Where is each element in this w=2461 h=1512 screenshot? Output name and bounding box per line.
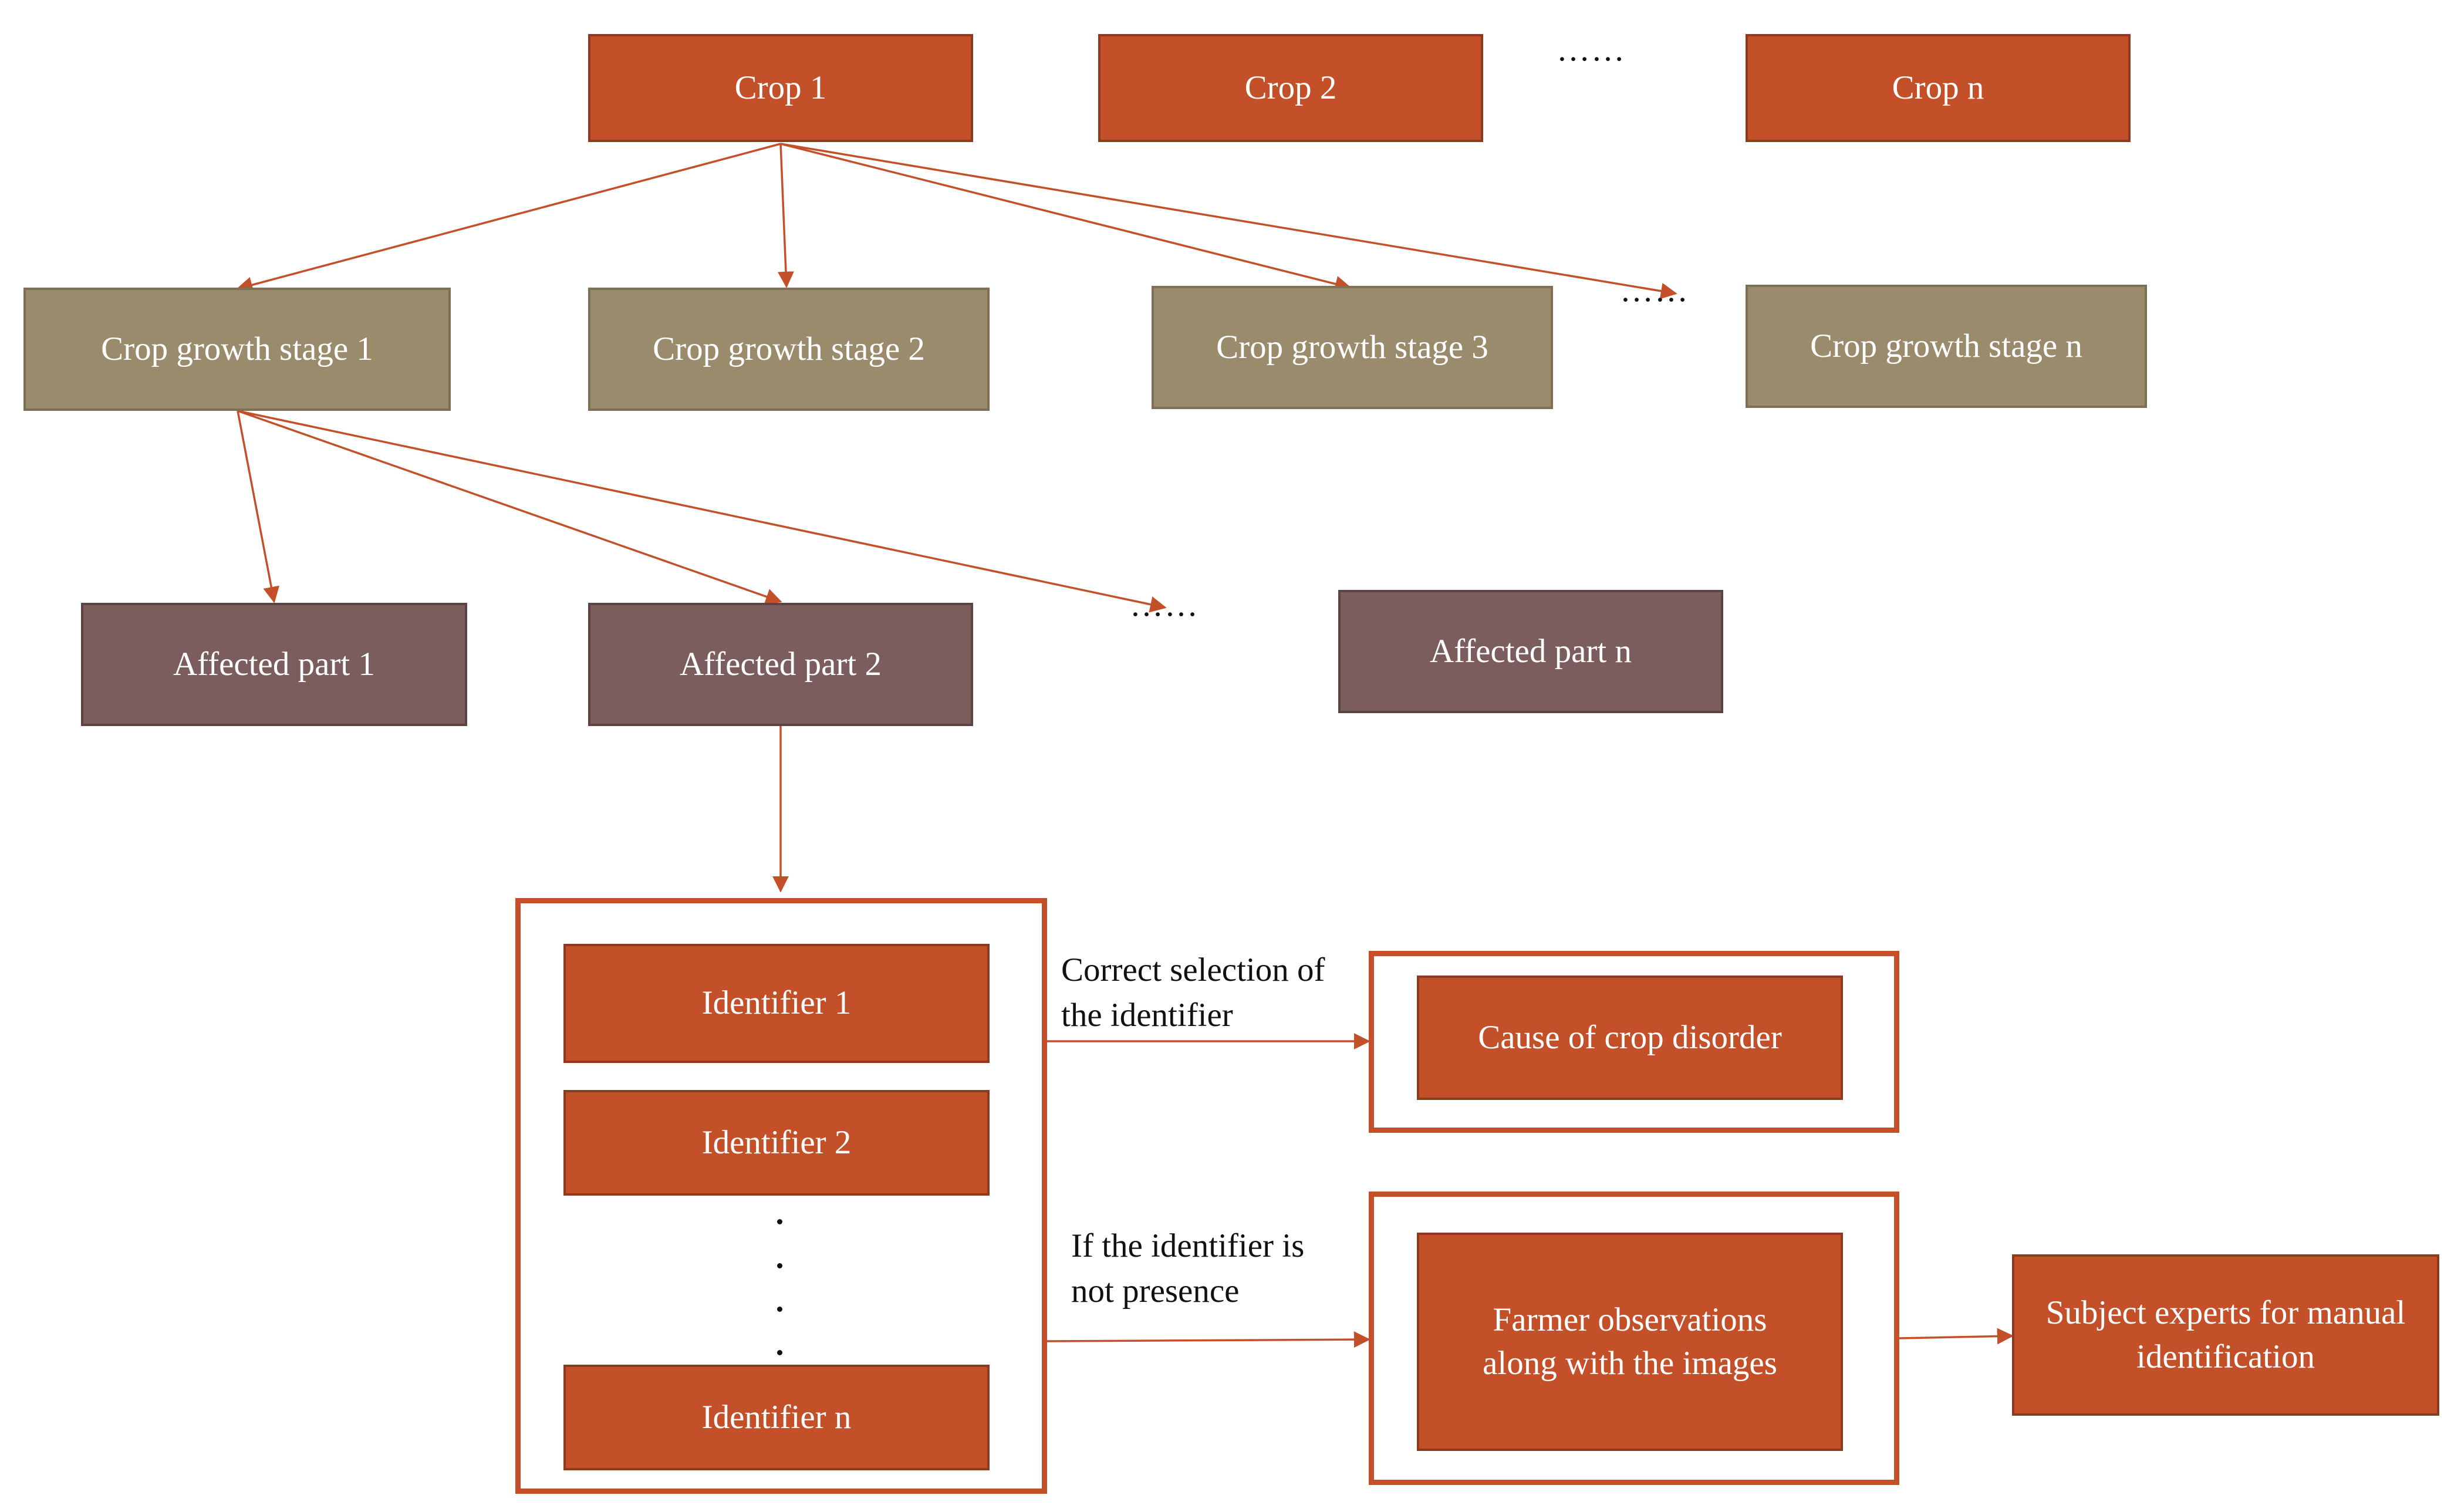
crop-1-box: Crop 1 [588,34,973,142]
identifier-n-box: Identifier n [563,1365,990,1470]
stage-1-label: Crop growth stage 1 [101,330,373,367]
stage-2-box: Crop growth stage 2 [588,288,990,411]
arrow-stage1-to-part1 [237,410,280,603]
vertical-dot-3 [777,1307,782,1312]
stage-1-box: Crop growth stage 1 [23,288,451,411]
edge-label-identifier-absent: If the identifier is not presence [1071,1227,1305,1310]
crop-2-box: Crop 2 [1098,34,1483,142]
stage-n-label: Crop growth stage n [1810,327,2082,365]
cause-of-crop-disorder-box: Cause of crop disorder [1417,976,1843,1100]
vertical-dot-4 [777,1350,782,1355]
crop-ellipsis: …… [1557,31,1626,68]
arrow-stage1-to-part2 [237,410,782,605]
stage-n-box: Crop growth stage n [1746,285,2147,408]
arrow-farmer-to-experts [1899,1328,2014,1345]
crop-n-label: Crop n [1892,69,1984,106]
affected-part-ellipsis: …… [1130,586,1199,623]
identifier-group-frame [515,898,1047,1494]
crop-1-label: Crop 1 [734,69,827,106]
affected-part-2-label: Affected part 2 [680,645,882,683]
affected-part-2-box: Affected part 2 [588,603,973,726]
stage-3-box: Crop growth stage 3 [1152,286,1553,409]
farmer-observations-label: Farmer observations along with the image… [1483,1301,1777,1382]
vertical-dot-1 [777,1219,782,1224]
arrow-identifiers-to-farmer [1046,1331,1370,1348]
identifier-1-label: Identifier 1 [701,984,852,1022]
subject-experts-box: Subject experts for manual identificatio… [2012,1254,2439,1416]
affected-part-n-box: Affected part n [1338,590,1723,713]
arrow-crop1-to-stage2 [777,143,794,288]
affected-part-n-label: Affected part n [1430,632,1632,670]
identifier-2-box: Identifier 2 [563,1090,990,1196]
arrow-crop1-to-stage1 [236,143,781,293]
arrow-stage1-to-part-dots [237,410,1167,613]
cause-frame [1369,951,1899,1133]
edge-label-correct-selection: Correct selection of the identifier [1061,951,1325,1034]
stage-2-label: Crop growth stage 2 [653,330,925,367]
stage-3-label: Crop growth stage 3 [1216,328,1488,366]
farmer-observations-frame [1369,1192,1899,1485]
arrow-crop1-to-stage-dots [780,143,1677,299]
farmer-observations-box: Farmer observations along with the image… [1417,1233,1843,1451]
identifier-n-label: Identifier n [701,1398,852,1436]
affected-part-1-label: Affected part 1 [173,645,375,683]
affected-part-1-box: Affected part 1 [81,603,467,726]
identifier-1-box: Identifier 1 [563,944,990,1063]
arrow-crop1-to-stage3 [780,143,1352,292]
identifier-2-label: Identifier 2 [701,1123,852,1161]
cause-of-crop-disorder-label: Cause of crop disorder [1478,1018,1782,1056]
subject-experts-label: Subject experts for manual identificatio… [2045,1294,2406,1375]
stage-ellipsis: …… [1620,272,1689,309]
vertical-dot-2 [777,1263,782,1268]
crop-2-label: Crop 2 [1244,69,1337,106]
crop-n-box: Crop n [1746,34,2131,142]
